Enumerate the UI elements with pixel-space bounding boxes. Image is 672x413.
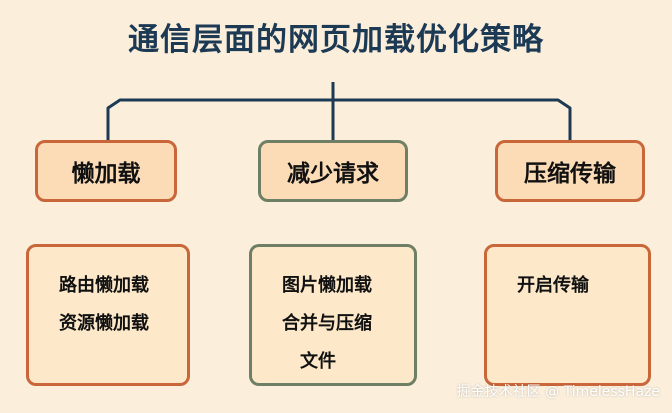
category-label: 减少请求 (287, 161, 379, 187)
category-label: 懒加载 (71, 161, 141, 187)
watermark: 掘金技术社区 @ TimelessHaze (456, 384, 660, 400)
diagram-title: 通信层面的网页加载优化策略 (128, 22, 544, 58)
category-box-compress-transfer: 压缩传输 (495, 140, 645, 202)
connector-branch-left (106, 98, 333, 140)
detail-item: 资源懒加载 (59, 313, 149, 334)
detail-item: 图片懒加载 (282, 275, 372, 296)
detail-box-lazy-load: 路由懒加载 资源懒加载 (26, 244, 190, 386)
detail-item: 文件 (300, 351, 336, 372)
category-label: 压缩传输 (524, 161, 616, 187)
detail-box-reduce-requests: 图片懒加载 合并与压缩 文件 (249, 244, 417, 386)
category-box-reduce-requests: 减少请求 (258, 140, 408, 202)
category-box-lazy-load: 懒加载 (35, 140, 177, 202)
detail-item: 开启传输 (517, 275, 589, 296)
detail-item: 合并与压缩 (282, 313, 372, 334)
connector-branch-right (333, 98, 572, 140)
detail-box-compress-transfer: 开启传输 (484, 244, 651, 386)
detail-item: 路由懒加载 (59, 275, 149, 296)
